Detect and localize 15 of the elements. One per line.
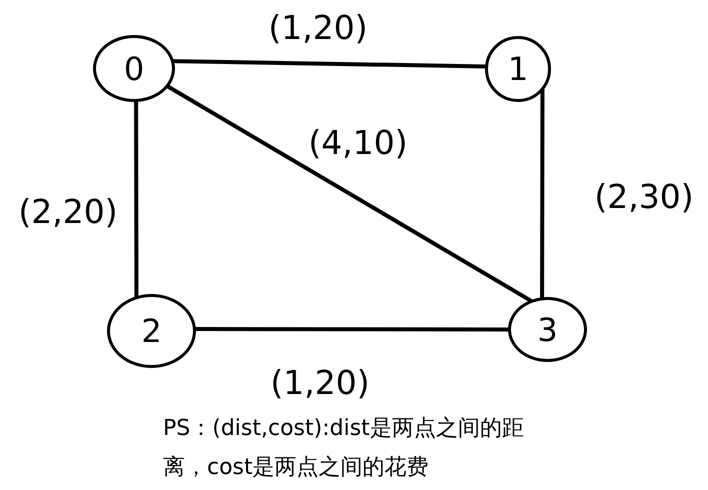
edge-label: (2,20)	[18, 193, 118, 231]
connector-line	[540, 88, 544, 300]
note-text: PS：(dist,cost):dist是两点之间的距离，cost是两点之间的花费	[163, 414, 525, 482]
edge-label: (4,10)	[308, 124, 408, 162]
connector-line	[166, 84, 534, 304]
graph-node: 0	[93, 35, 175, 102]
edge-label: (2,30)	[594, 178, 694, 216]
graph-node: 1	[485, 36, 551, 102]
graph-node: 3	[508, 297, 587, 362]
connector-line	[172, 59, 487, 68]
connector-line	[194, 327, 510, 332]
edge-label: (1,20)	[270, 364, 370, 402]
edge-label: (1,20)	[268, 9, 368, 47]
connector-line	[134, 100, 138, 298]
graph-node: 2	[107, 294, 196, 368]
